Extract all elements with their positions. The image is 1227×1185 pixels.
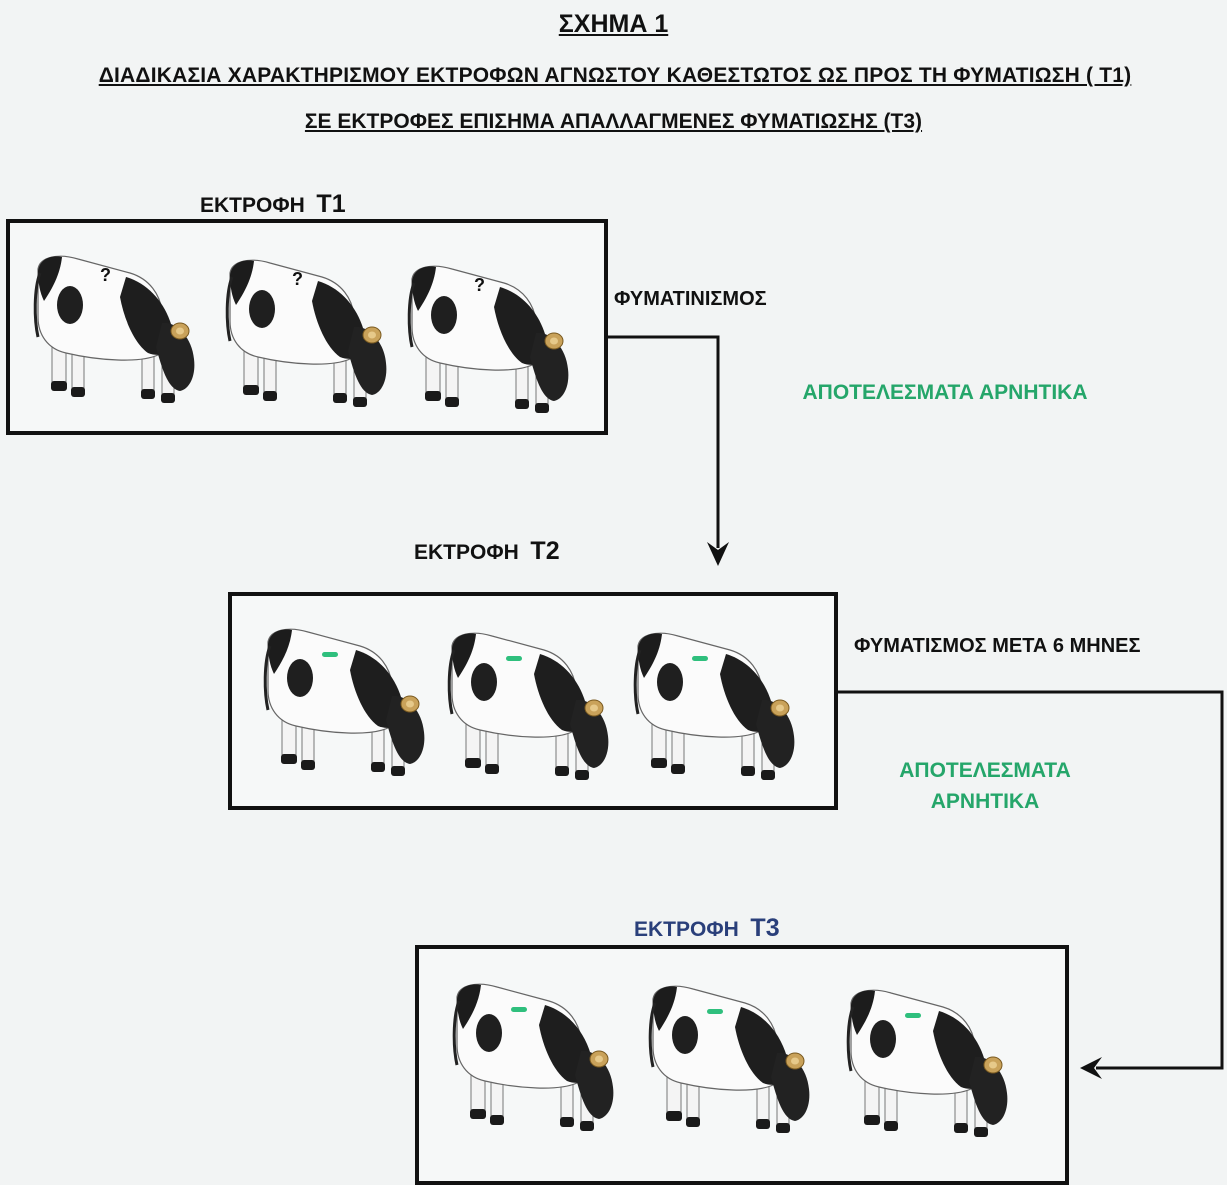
cow-icon [263,628,425,776]
cow-icon [452,983,614,1131]
farm-code: Τ2 [530,537,560,565]
farm-t3-box [415,945,1069,1185]
question-mark-icon: ? [292,269,303,289]
step-2-action: ΦΥΜΑΤΙΣΜΟΣ ΜΕΤΑ 6 ΜΗΝΕΣ [854,635,1141,657]
question-mark-icon: ? [474,275,485,295]
arrowhead-down-icon [707,542,729,566]
farm-label-text: ΕΚΤΡΟΦΗ [634,918,739,941]
cow-icon: ? [407,265,569,413]
cow-icon [846,989,1008,1137]
negative-mark-icon [511,1007,527,1012]
negative-mark-icon [692,656,708,661]
cow-icon [447,632,609,780]
step-2-result: ΑΠΟΤΕΛΕΣΜΑΤΑ ΑΡΝΗΤΙΚΑ [840,755,1130,817]
arrow-t2-to-t3 [838,690,1224,1070]
farm-t3-label: ΕΚΤΡΟΦΗ Τ3 [634,914,780,943]
farm-t2-label: ΕΚΤΡΟΦΗ Τ2 [414,537,560,566]
farm-t1-box: ? ? ? [6,219,608,435]
farm-label-text: ΕΚΤΡΟΦΗ [200,194,305,217]
step-1-action: ΦΥΜΑΤΙΝΙΣΜΟΣ [614,288,767,310]
cow-icon [648,985,810,1133]
cow-icon: ? [225,259,387,407]
figure-subtitle-line-1: ΔΙΑΔΙΚΑΣΙΑ ΧΑΡΑΚΤΗΡΙΣΜΟΥ ΕΚΤΡΟΦΩΝ ΑΓΝΩΣΤ… [98,64,1132,87]
question-mark-icon: ? [100,265,111,285]
arrowhead-left-icon [1080,1057,1102,1079]
negative-mark-icon [322,652,338,657]
figure-title: ΣΧΗΜΑ 1 [558,10,669,38]
step-1-result: ΑΠΟΤΕΛΕΣΜΑΤΑ ΑΡΝΗΤΙΚΑ [740,377,1150,408]
farm-t2-box [228,592,838,810]
result-line: ΑΠΟΤΕΛΕΣΜΑΤΑ [899,759,1071,782]
farm-code: Τ1 [316,190,346,218]
negative-mark-icon [506,656,522,661]
cow-icon: ? [33,255,195,403]
result-line: ΑΡΝΗΤΙΚΑ [930,790,1040,813]
negative-mark-icon [905,1013,921,1018]
farm-t1-label: ΕΚΤΡΟΦΗ Τ1 [200,190,346,219]
result-line: ΑΠΟΤΕΛΕΣΜΑΤΑ ΑΡΝΗΤΙΚΑ [802,381,1088,404]
cow-icon [633,632,795,780]
figure-subtitle-line-2: ΣΕ ΕΚΤΡΟΦΕΣ ΕΠΙΣΗΜΑ ΑΠΑΛΛΑΓΜΕΝΕΣ ΦΥΜΑΤΙΩ… [304,110,923,133]
farm-code: Τ3 [750,914,780,942]
arrow-t1-to-t2 [608,335,720,548]
negative-mark-icon [707,1009,723,1014]
farm-label-text: ΕΚΤΡΟΦΗ [414,541,519,564]
